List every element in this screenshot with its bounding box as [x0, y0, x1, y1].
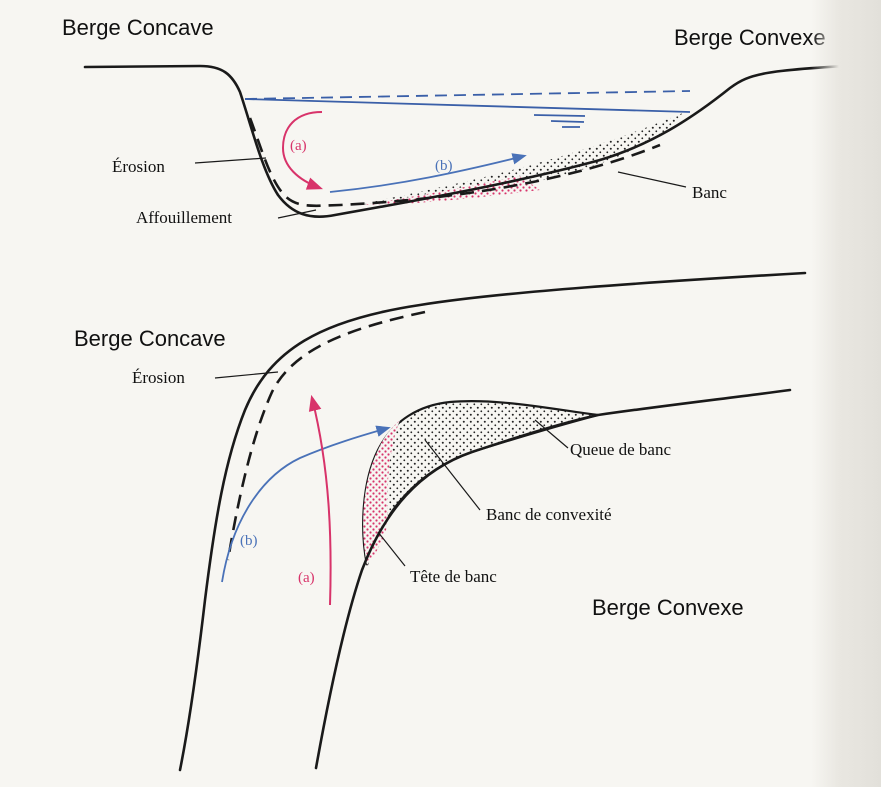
top-scour-label: Affouillement — [136, 208, 232, 227]
top-erosion-label: Érosion — [112, 157, 165, 176]
water-level-symbol — [533, 114, 586, 128]
page-edge-shadow — [811, 0, 881, 787]
bar-head — [363, 420, 400, 565]
convex-bank — [314, 388, 792, 770]
concave-bank — [178, 271, 807, 772]
top-title-right: Berge Convexe — [674, 25, 826, 50]
point-bar — [362, 399, 599, 566]
flow-b-arrow — [329, 153, 527, 193]
flow-a-arrow — [281, 111, 324, 190]
bar-head-leader — [377, 531, 406, 567]
plan-erosion-leader — [214, 371, 279, 379]
flood-level — [244, 90, 691, 100]
bar-leader — [617, 171, 687, 188]
plan-title-right: Berge Convexe — [592, 595, 744, 620]
point-bar-label: Banc de convexité — [486, 505, 612, 524]
plan-erosion-label: Érosion — [132, 368, 185, 387]
erosion-leader — [194, 157, 267, 164]
top-bar-label: Banc — [692, 183, 727, 202]
erosion-line — [226, 310, 426, 561]
bar-tail-label: Queue de banc — [570, 440, 671, 459]
top-title-left: Berge Concave — [62, 15, 214, 40]
scour-leader — [277, 209, 317, 219]
plan-view: Berge Concave Berge Convexe Érosion Queu… — [74, 271, 807, 772]
plan-title-left: Berge Concave — [74, 326, 226, 351]
bar-tail-leader — [534, 419, 569, 449]
plan-flow-b-arrow — [221, 425, 391, 583]
plan-flow-a-arrow — [308, 394, 332, 606]
cross-section: Berge Concave Berge Convexe Érosion Affo… — [62, 15, 881, 227]
point-bar-leader — [424, 439, 481, 511]
top-flow-a-label: (a) — [290, 138, 307, 154]
bar-head-label: Tête de banc — [410, 567, 497, 586]
water-surface — [244, 98, 691, 113]
plan-flow-b-label: (b) — [240, 533, 258, 549]
point-bar-head-deposit — [360, 176, 540, 205]
plan-flow-a-label: (a) — [298, 570, 315, 586]
top-flow-b-label: (b) — [435, 158, 453, 174]
scour-line — [248, 117, 661, 208]
